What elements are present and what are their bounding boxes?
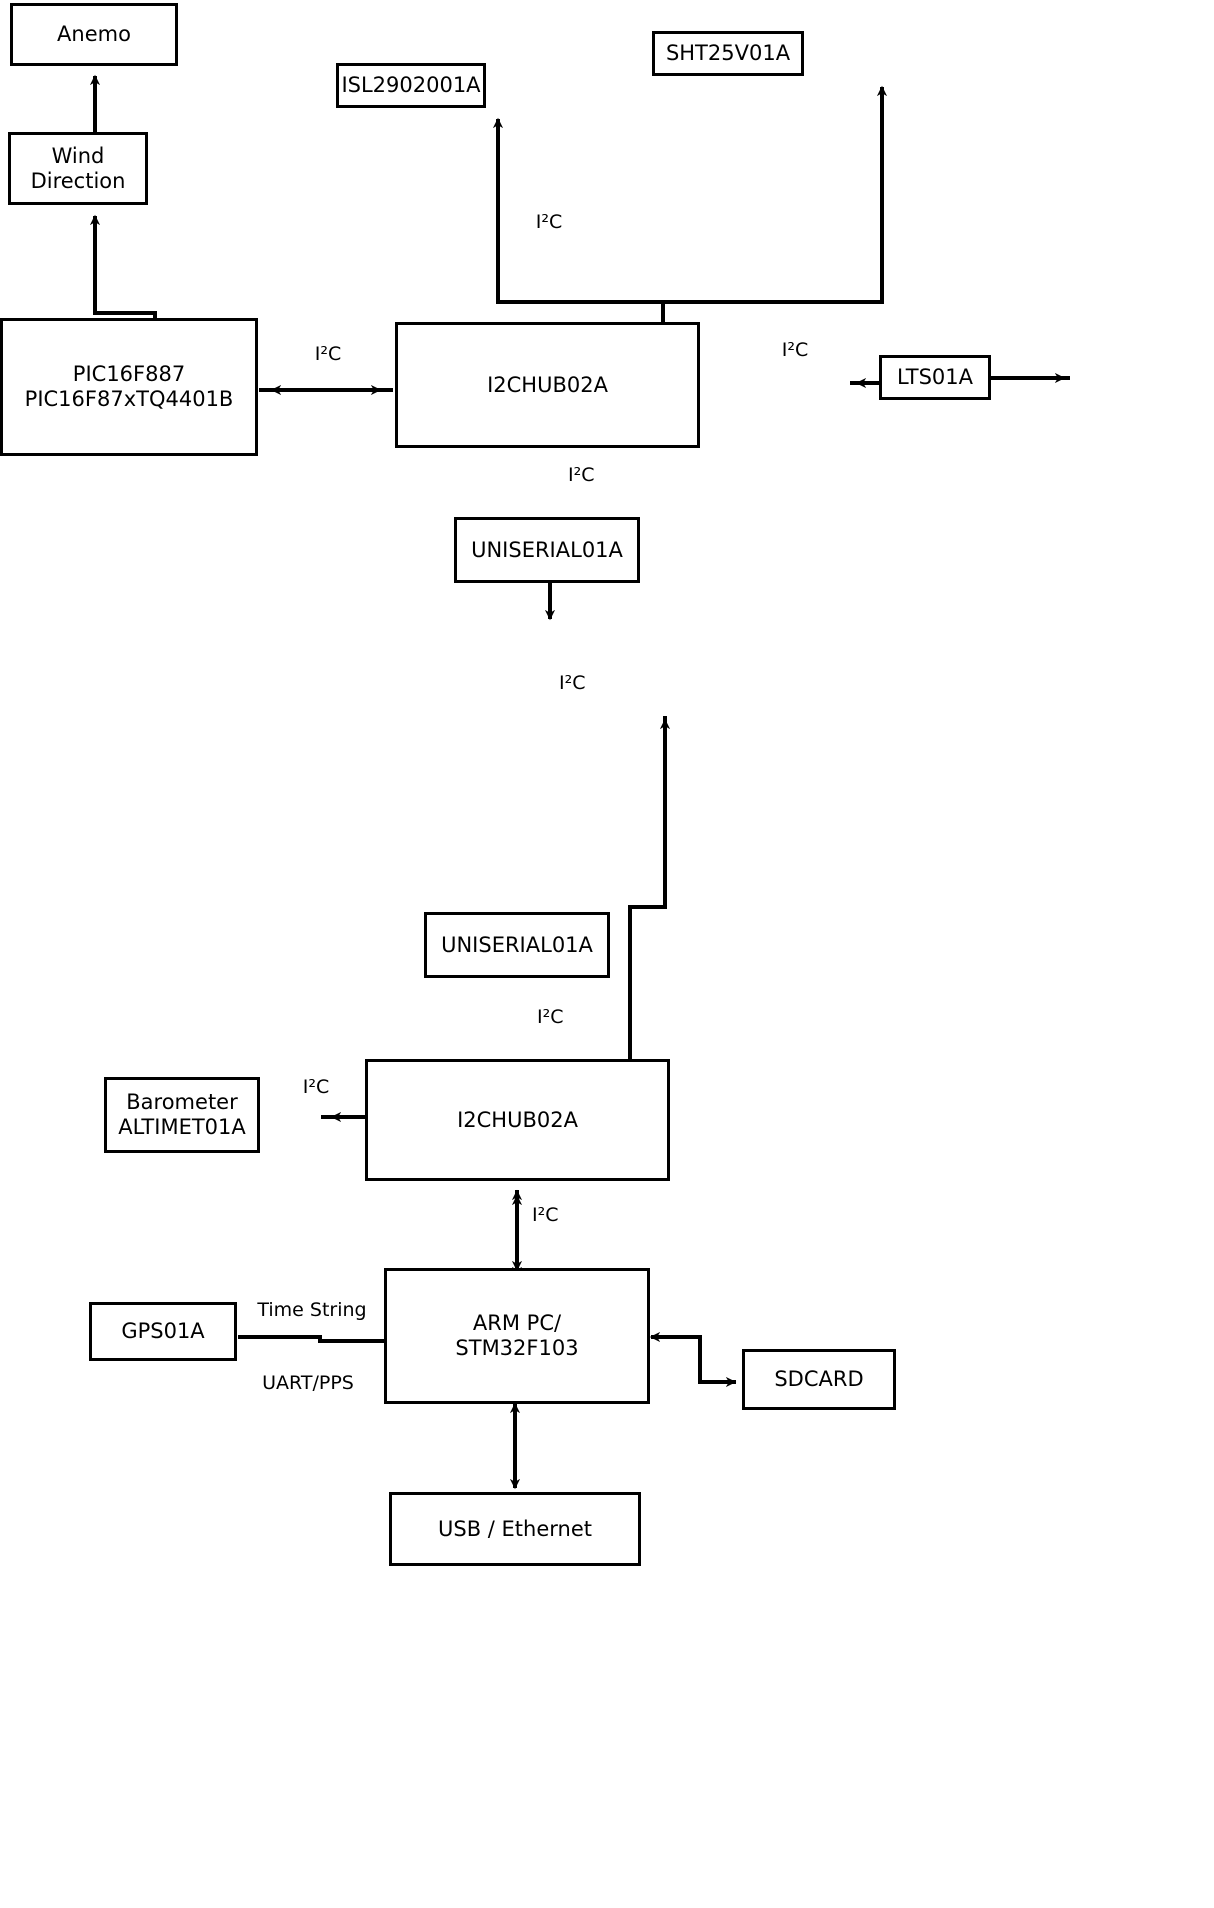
node-wind-direction[interactable]: Wind Direction <box>8 132 148 205</box>
node-pic16f887[interactable]: PIC16F887 PIC16F87xTQ4401B <box>0 318 258 456</box>
node-usb-ethernet[interactable]: USB / Ethernet <box>389 1492 641 1566</box>
edge-label-i2c-hub2-arm: I²C <box>532 1204 559 1226</box>
wire-arm-to-sdcard <box>651 1335 737 1388</box>
wire-uni2-to-uni1 <box>628 718 671 1095</box>
node-barometer-altimet01a[interactable]: Barometer ALTIMET01A <box>104 1077 260 1153</box>
node-uniserial01a-upper[interactable]: UNISERIAL01A <box>454 517 640 583</box>
edge-label-uart-pps: UART/PPS <box>262 1372 354 1394</box>
edge-label-i2c-top-bus: I²C <box>535 211 563 233</box>
node-arm-pc-stm32f103[interactable]: ARM PC/ STM32F103 <box>384 1268 650 1404</box>
node-sdcard[interactable]: SDCARD <box>742 1349 896 1410</box>
node-lts01a[interactable]: LTS01A <box>879 355 991 400</box>
wire-sdcard-to-arm <box>649 1331 736 1384</box>
edge-label-i2c-hub-uniserial: I²C <box>568 464 595 486</box>
edge-label-i2c-hub-lts: I²C <box>781 339 809 361</box>
node-uniserial01a-lower[interactable]: UNISERIAL01A <box>424 912 610 978</box>
node-isl2902001a[interactable]: ISL2902001A <box>336 63 486 108</box>
edge-label-i2c-baro-hub2: I²C <box>302 1076 330 1098</box>
node-anemo[interactable]: Anemo <box>10 3 178 66</box>
edge-label-time-string: Time String <box>257 1299 367 1321</box>
node-sht25v01a[interactable]: SHT25V01A <box>652 31 804 76</box>
node-i2chub02a-top[interactable]: I2CHUB02A <box>395 322 700 448</box>
edge-label-i2c-pic-hub: I²C <box>314 343 342 365</box>
wire-bus-to-sht <box>498 85 888 304</box>
edge-label-i2c-uniserial-hub2: I²C <box>537 1006 564 1028</box>
wire-uni1-to-uni2 <box>624 716 667 1101</box>
node-i2chub02a-bottom[interactable]: I2CHUB02A <box>365 1059 670 1181</box>
edge-label-i2c-uniserial-link: I²C <box>559 672 586 694</box>
node-gps01a[interactable]: GPS01A <box>89 1302 237 1361</box>
